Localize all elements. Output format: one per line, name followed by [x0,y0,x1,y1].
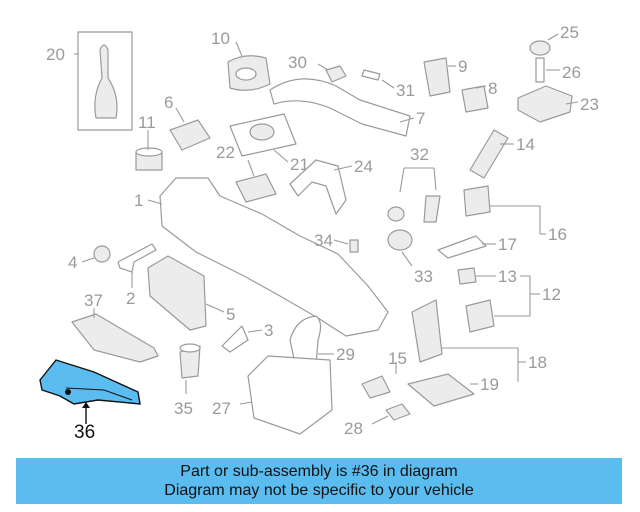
label-35: 35 [174,399,193,418]
part-7 [269,78,411,137]
part-25-knob [529,40,551,56]
part-36-highlighted [39,359,141,405]
label-22: 22 [216,143,235,162]
label-24: 24 [354,157,373,176]
part-20-shift-boot [77,31,133,131]
part-4 [93,245,111,263]
label-19: 19 [480,375,499,394]
label-16: 16 [548,225,567,244]
label-4: 4 [68,253,77,272]
part-19 [407,373,475,407]
part-6 [169,119,211,151]
label-18: 18 [528,353,547,372]
label-31: 31 [396,81,415,100]
part-36-hole [65,389,71,395]
part-37 [71,313,159,363]
notice-line-disclaimer: Diagram may not be specific to your vehi… [164,482,474,499]
part-36-edge [65,387,133,401]
label-2: 2 [126,289,135,308]
part-27-shifter-base [247,355,333,435]
label-9: 9 [458,57,467,76]
part-24 [289,159,347,215]
part-21-shift-plate [229,113,297,157]
part-1-center-console [159,177,389,337]
part-34 [349,239,359,253]
part-14 [469,129,509,179]
label-32: 32 [410,145,429,164]
part-26-shaft [535,57,545,83]
parts-diagram: 20 10 30 31 9 8 25 26 23 6 11 7 [39,23,599,443]
part-5 [147,255,207,331]
notice-banner: Part or sub-assembly is #36 in diagram D… [16,458,622,504]
label-8: 8 [488,79,497,98]
label-25: 25 [560,23,579,42]
label-33: 33 [414,267,433,286]
label-17: 17 [498,235,517,254]
part-16 [463,185,491,217]
leader-36-arrow [82,402,90,408]
label-13: 13 [498,267,517,286]
label-7: 7 [416,109,425,128]
label-10: 10 [211,29,230,48]
part-2 [117,243,157,273]
label-34: 34 [314,231,333,250]
part-28 [385,403,411,421]
label-1: 1 [134,191,143,210]
label-21: 21 [290,155,309,174]
part-35 [179,343,201,379]
label-15: 15 [388,349,407,368]
label-14: 14 [516,135,535,154]
part-12 [465,299,495,333]
label-3: 3 [264,321,273,340]
label-36: 36 [74,422,95,443]
part-13 [457,267,477,285]
part-11 [135,147,163,171]
label-30: 30 [288,53,307,72]
part-10 [227,55,271,91]
label-28: 28 [344,419,363,438]
part-8 [461,85,489,113]
label-11: 11 [138,113,156,132]
part-18 [411,299,443,363]
part-17 [437,235,487,259]
part-9 [423,57,451,97]
label-29: 29 [336,345,355,364]
part-32b [423,195,441,223]
label-27: 27 [212,399,231,418]
part-30 [325,65,347,83]
label-6: 6 [164,93,173,112]
part-31 [361,69,381,81]
part-33 [387,229,413,251]
label-37: 37 [84,291,103,310]
label-5: 5 [226,305,235,324]
label-20: 20 [46,45,65,64]
label-26: 26 [562,63,581,82]
part-23-housing [517,85,573,123]
part-22 [235,173,277,203]
part-3 [221,325,249,353]
part-36-body [39,359,141,405]
label-23: 23 [580,95,599,114]
part-32a [387,206,405,222]
notice-line-part: Part or sub-assembly is #36 in diagram [180,463,458,480]
label-12: 12 [542,285,561,304]
part-15 [361,375,391,399]
